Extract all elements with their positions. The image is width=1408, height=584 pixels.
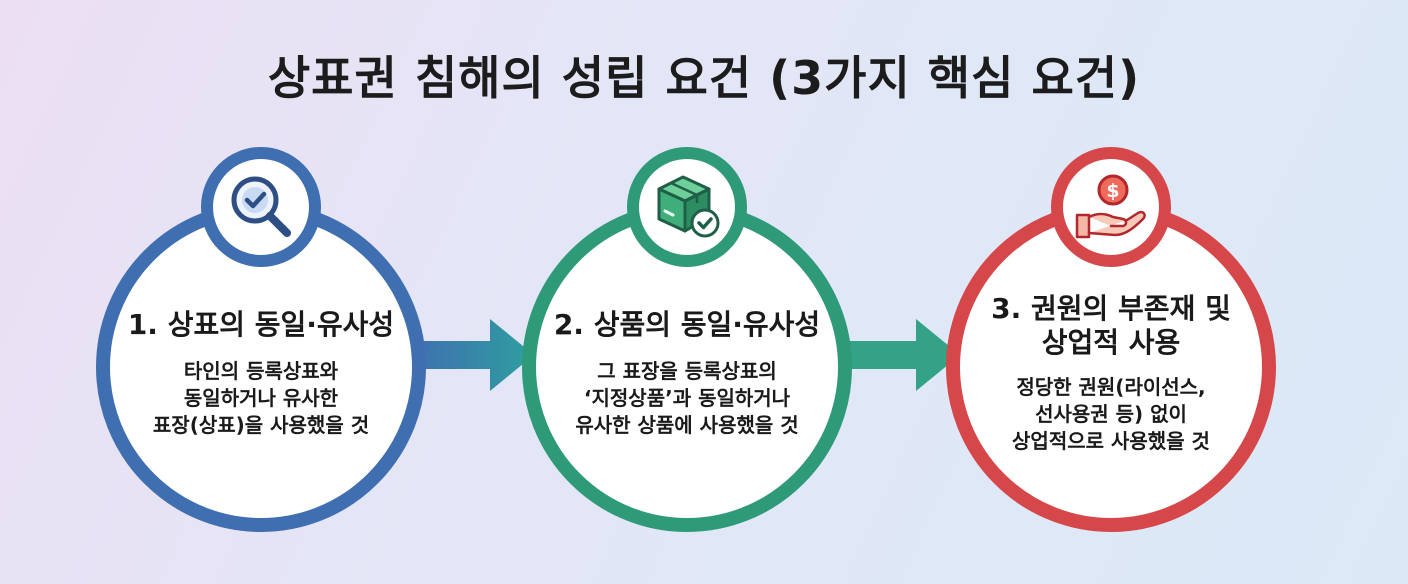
step-3-desc-line: 선사용권 등) 없이 [1035, 402, 1187, 426]
arrow-right-icon [412, 319, 534, 391]
step-2-text: 2. 상품의 동일·유사성 그 표장을 등록상표의 ‘지정상품’과 동일하거나 … [537, 308, 837, 439]
step-2-heading: 2. 상품의 동일·유사성 [537, 308, 837, 342]
step-2-description: 그 표장을 등록상표의 ‘지정상품’과 동일하거나 유사한 상품에 사용했을 것 [537, 358, 837, 439]
box-check-icon [657, 175, 720, 238]
step-3-description: 정당한 권원(라이선스, 선사용권 등) 없이 상업적으로 사용했을 것 [961, 374, 1261, 455]
step-3-heading-line: 상업적 사용 [1041, 326, 1181, 359]
step-1-text: 1. 상표의 동일·유사성 타인의 등록상표와 동일하거나 유사한 표장(상표)… [111, 308, 411, 439]
svg-text:$: $ [1106, 180, 1119, 202]
step-2-desc-line: ‘지정상품’과 동일하거나 [583, 386, 791, 410]
step-3-text: 3. 권원의 부존재 및 상업적 사용 정당한 권원(라이선스, 선사용권 등)… [961, 292, 1261, 455]
step-2-desc-line: 그 표장을 등록상표의 [597, 359, 777, 383]
step-1-heading: 1. 상표의 동일·유사성 [111, 308, 411, 342]
step-1-desc-line: 타인의 등록상표와 [183, 359, 339, 383]
step-3-heading: 3. 권원의 부존재 및 상업적 사용 [961, 292, 1261, 360]
arrow-right-icon [838, 319, 960, 391]
magnifier-check-icon [231, 176, 291, 237]
step-2-heading-line: 2. 상품의 동일·유사성 [553, 308, 821, 341]
step-3-desc-line: 정당한 권원(라이선스, [1016, 375, 1206, 399]
step-2-icon-badge [627, 147, 747, 267]
step-3-heading-line: 3. 권원의 부존재 및 [991, 292, 1231, 325]
hand-dollar-coin-icon: $ [1075, 174, 1146, 239]
step-1-description: 타인의 등록상표와 동일하거나 유사한 표장(상표)을 사용했을 것 [111, 358, 411, 439]
step-3-icon-badge: $ [1051, 147, 1171, 267]
step-1-icon-badge [201, 147, 321, 267]
step-1-heading-line: 1. 상표의 동일·유사성 [127, 308, 395, 341]
step-1-desc-line: 동일하거나 유사한 [183, 386, 339, 410]
step-3-desc-line: 상업적으로 사용했을 것 [1012, 429, 1210, 453]
page-title: 상표권 침해의 성립 요건 (3가지 핵심 요건) [267, 51, 1141, 105]
step-1-desc-line: 표장(상표)을 사용했을 것 [152, 413, 370, 437]
step-2-desc-line: 유사한 상품에 사용했을 것 [575, 413, 799, 437]
